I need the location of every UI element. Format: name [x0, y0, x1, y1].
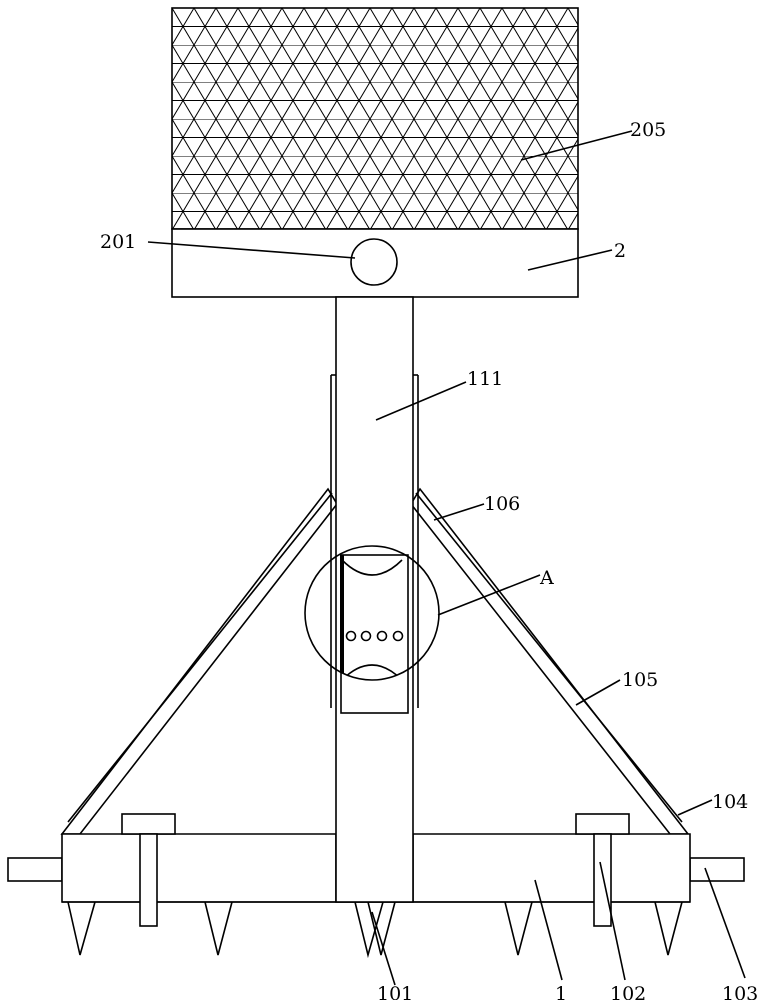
label-111: 111 — [467, 368, 503, 390]
ground-spikes — [67, 901, 683, 959]
solar-panel — [171, 7, 579, 230]
panel-housing — [171, 228, 579, 298]
brace-left — [60, 487, 338, 835]
label-101: 101 — [377, 983, 413, 1000]
housing-circle — [350, 238, 398, 286]
reference-labels: 205 201 2 111 106 A 105 104 101 1 102 10… — [100, 119, 758, 1000]
end-rods — [7, 857, 745, 882]
label-102: 102 — [610, 983, 646, 1000]
label-205: 205 — [630, 119, 666, 141]
detail-circle-a — [304, 545, 440, 681]
label-201: 201 — [100, 231, 136, 253]
label-106: 106 — [484, 493, 520, 515]
label-1: 1 — [555, 983, 567, 1000]
label-103: 103 — [722, 983, 758, 1000]
bolts — [121, 813, 630, 927]
telescopic-pole — [330, 296, 419, 903]
label-a: A — [539, 567, 554, 589]
label-104: 104 — [712, 791, 748, 813]
label-2: 2 — [614, 240, 626, 262]
brace-right — [410, 487, 690, 835]
leader-lines — [147, 130, 746, 986]
label-105: 105 — [622, 669, 658, 691]
